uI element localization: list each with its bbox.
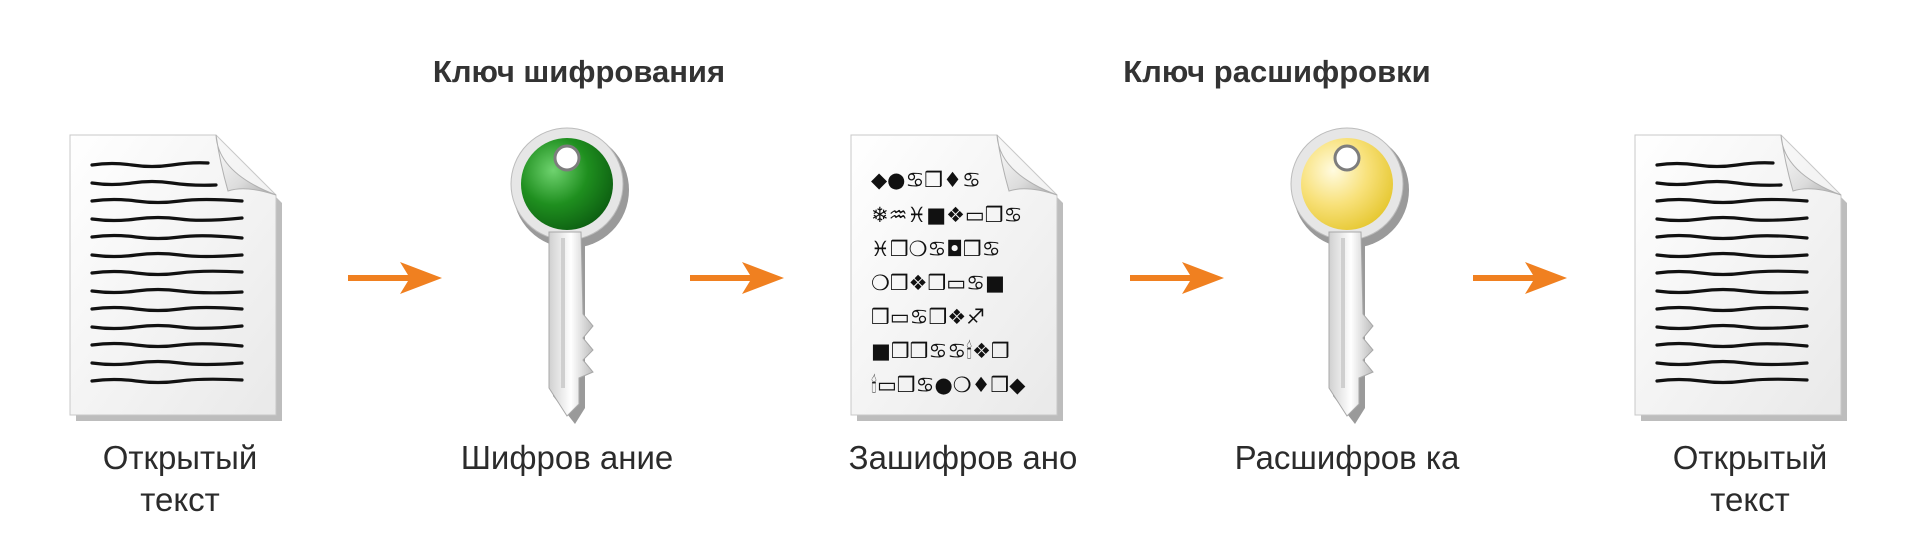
cipher-row: 🕯▭❒♋●❍♦❒◆ <box>871 373 1026 397</box>
text-lines <box>1655 161 1809 385</box>
arrow-icon <box>690 258 786 298</box>
plaintext-document-icon <box>68 133 288 423</box>
cipher-row: ♓❒❍♋◘❒♋ <box>871 237 1001 261</box>
plaintext-document-icon <box>1633 133 1853 423</box>
label-plaintext-1: Открытый текст <box>102 439 258 518</box>
arrow-icon <box>1130 258 1226 298</box>
label-plaintext-2: Открытый текст <box>1672 439 1828 518</box>
cipher-row: ◆●♋❒♦♋ <box>871 168 981 192</box>
ciphertext-document-icon: ◆●♋❒♦♋ ❄♒♓■❖▭❒♋ ♓❒❍♋◘❒♋ ❍❒❖❒▭♋■ ❒▭♋❒❖♐ ■… <box>849 133 1069 423</box>
heading-decryption-key: Ключ расшифровки <box>1123 54 1431 89</box>
arrow-icon <box>1473 258 1569 298</box>
cipher-row: ❍❒❖❒▭♋■ <box>871 271 1005 295</box>
encryption-key-icon <box>505 127 635 428</box>
label-encryption: Шифров ание <box>460 439 674 476</box>
arrow-icon <box>348 258 444 298</box>
cipher-row: ❒▭♋❒❖♐ <box>871 305 985 329</box>
decryption-key-icon <box>1285 127 1415 428</box>
cipher-row: ❄♒♓■❖▭❒♋ <box>871 203 1022 227</box>
heading-encryption-key: Ключ шифрования <box>432 54 726 89</box>
label-encrypted: Зашифров ано <box>848 439 1078 476</box>
text-lines <box>90 161 244 385</box>
cipher-row: ■❒❒♋♋🕯❖❒ <box>871 339 1010 363</box>
label-decryption: Расшифров ка <box>1234 439 1460 476</box>
